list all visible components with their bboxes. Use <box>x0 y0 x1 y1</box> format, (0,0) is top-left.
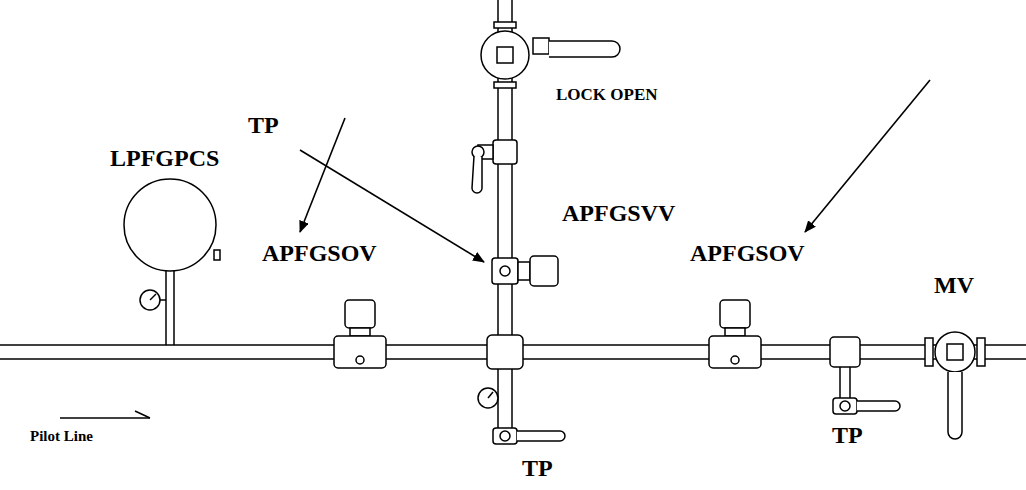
manual-valve-label: MV <box>934 272 974 298</box>
shutoff-valve-label: APFGSOV <box>262 240 377 266</box>
test-point-label: TP <box>832 422 863 448</box>
shutoff-valve-label: APFGSOV <box>690 240 805 266</box>
test-point-label: TP <box>522 455 553 481</box>
test-point-label: TP <box>248 112 279 138</box>
vent-valve-label: APFGSVV <box>562 200 675 226</box>
line-label: Pilot Line <box>30 428 93 445</box>
switch-label: LPFGPCS <box>110 145 219 171</box>
handle-note: LOCK OPEN <box>556 86 658 105</box>
